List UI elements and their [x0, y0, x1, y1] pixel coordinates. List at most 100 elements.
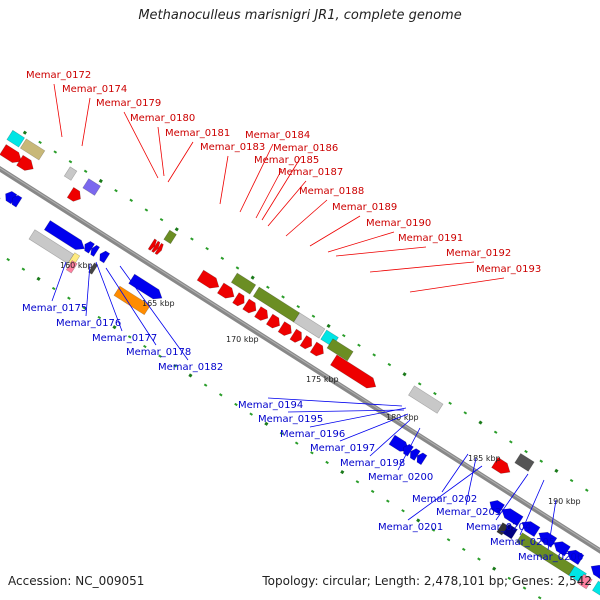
reverse-gene: [496, 522, 509, 536]
guide-dot: [296, 304, 301, 309]
genes-layer: [0, 129, 600, 598]
forward-gene: [196, 269, 220, 289]
gene-label-reverse: Memar_0178: [126, 347, 191, 358]
reverse-gene: [113, 285, 151, 316]
gene-label-reverse: Memar_0175: [22, 303, 87, 314]
red-leader-line: [267, 180, 307, 227]
gene-label-forward: Memar_0174: [62, 84, 127, 95]
gene-label-reverse: Memar_0201: [378, 522, 443, 533]
guide-dot: [554, 468, 559, 473]
forward-gene: [254, 306, 269, 321]
reverse-gene: [43, 220, 85, 250]
guide-dot: [97, 315, 102, 320]
backbone-highlight: [0, 167, 600, 551]
dots-layer: [6, 130, 589, 600]
gene-label-forward: Memar_0172: [26, 70, 91, 81]
guide-dot: [417, 382, 422, 386]
gene-label-reverse: Memar_0200: [368, 472, 433, 483]
forward-gene: [0, 144, 22, 163]
guide-dot: [340, 470, 345, 475]
guide-dot: [250, 275, 255, 280]
gene-shape: [16, 154, 34, 171]
forward-gene: [216, 282, 235, 299]
gene-shape: [147, 238, 158, 251]
guide-dot: [325, 460, 329, 465]
leader-lines-layer: [51, 83, 557, 551]
gene-shape: [252, 286, 301, 323]
gene-shape: [196, 269, 220, 289]
gene-label-forward: Memar_0190: [366, 218, 431, 229]
blue-leader-line: [495, 473, 529, 521]
gene-shape: [293, 312, 326, 339]
red-leader-line: [167, 141, 194, 183]
blue-leader-line: [287, 409, 405, 413]
forward-gene: [265, 313, 280, 329]
gene-label-reverse: Memar_0177: [92, 333, 157, 344]
guide-dot: [537, 596, 542, 600]
gene-shape: [63, 166, 78, 181]
guide-dot: [114, 189, 118, 193]
guide-dot: [205, 246, 209, 251]
guide-dot: [203, 383, 208, 387]
gene-labels-layer: Memar_0172Memar_0174Memar_0179Memar_0180…: [22, 70, 583, 563]
reverse-gene: [5, 191, 18, 205]
gene-label-reverse: Memar_0176: [56, 318, 121, 329]
guide-dot: [83, 169, 88, 173]
forward-feature: [514, 453, 535, 472]
forward-gene: [309, 341, 324, 357]
forward-feature: [82, 178, 101, 196]
gene-shape: [491, 456, 511, 474]
red-leader-line: [219, 155, 229, 205]
gene-shape: [502, 523, 518, 540]
kbp-label: 190 kbp: [548, 497, 581, 506]
gene-shape: [330, 354, 377, 389]
gene-shape: [408, 385, 444, 414]
guide-dot: [478, 420, 483, 425]
accession-label: Accession: NC_009051: [8, 574, 145, 588]
gene-shape: [496, 522, 509, 536]
red-leader-line: [261, 156, 302, 221]
red-leader-line: [53, 83, 63, 138]
kbp-label: 185 kbp: [468, 454, 501, 463]
gene-label-reverse: Memar_0206: [518, 552, 583, 563]
forward-feature: [252, 286, 301, 323]
guide-dot: [402, 372, 407, 377]
guide-dot: [143, 344, 147, 349]
reverse-gene: [11, 194, 23, 208]
gene-shape: [242, 298, 257, 314]
forward-feature: [6, 129, 25, 148]
guide-dot: [463, 411, 468, 415]
guide-dot: [82, 306, 86, 310]
guide-dot: [539, 459, 544, 463]
guide-dot: [431, 528, 436, 532]
reverse-gene: [591, 580, 600, 598]
forward-feature: [408, 385, 444, 414]
guide-dot: [522, 586, 527, 590]
guide-dot: [492, 566, 497, 571]
guide-dot: [509, 440, 513, 444]
gene-shape: [489, 500, 505, 515]
gene-shape: [277, 321, 292, 336]
reverse-gene: [577, 573, 593, 590]
reverse-gene: [409, 448, 421, 461]
blue-leader-line: [51, 261, 67, 302]
guide-dot: [477, 557, 481, 561]
forward-feature: [163, 229, 177, 245]
gene-shape: [289, 328, 302, 343]
gene-label-reverse: Memar_0198: [340, 458, 405, 469]
guide-dot: [127, 335, 132, 339]
gene-label-forward: Memar_0186: [273, 143, 338, 154]
guide-dot: [357, 343, 361, 347]
guide-dot: [294, 441, 299, 445]
reverse-gene: [65, 260, 78, 274]
reverse-gene: [416, 452, 428, 466]
gene-label-forward: Memar_0191: [398, 233, 463, 244]
gene-shape: [265, 313, 280, 329]
forward-gene: [66, 186, 81, 202]
forward-gene: [147, 238, 158, 251]
forward-feature: [63, 166, 78, 181]
gene-shape: [254, 306, 269, 321]
forward-gene: [232, 292, 245, 307]
